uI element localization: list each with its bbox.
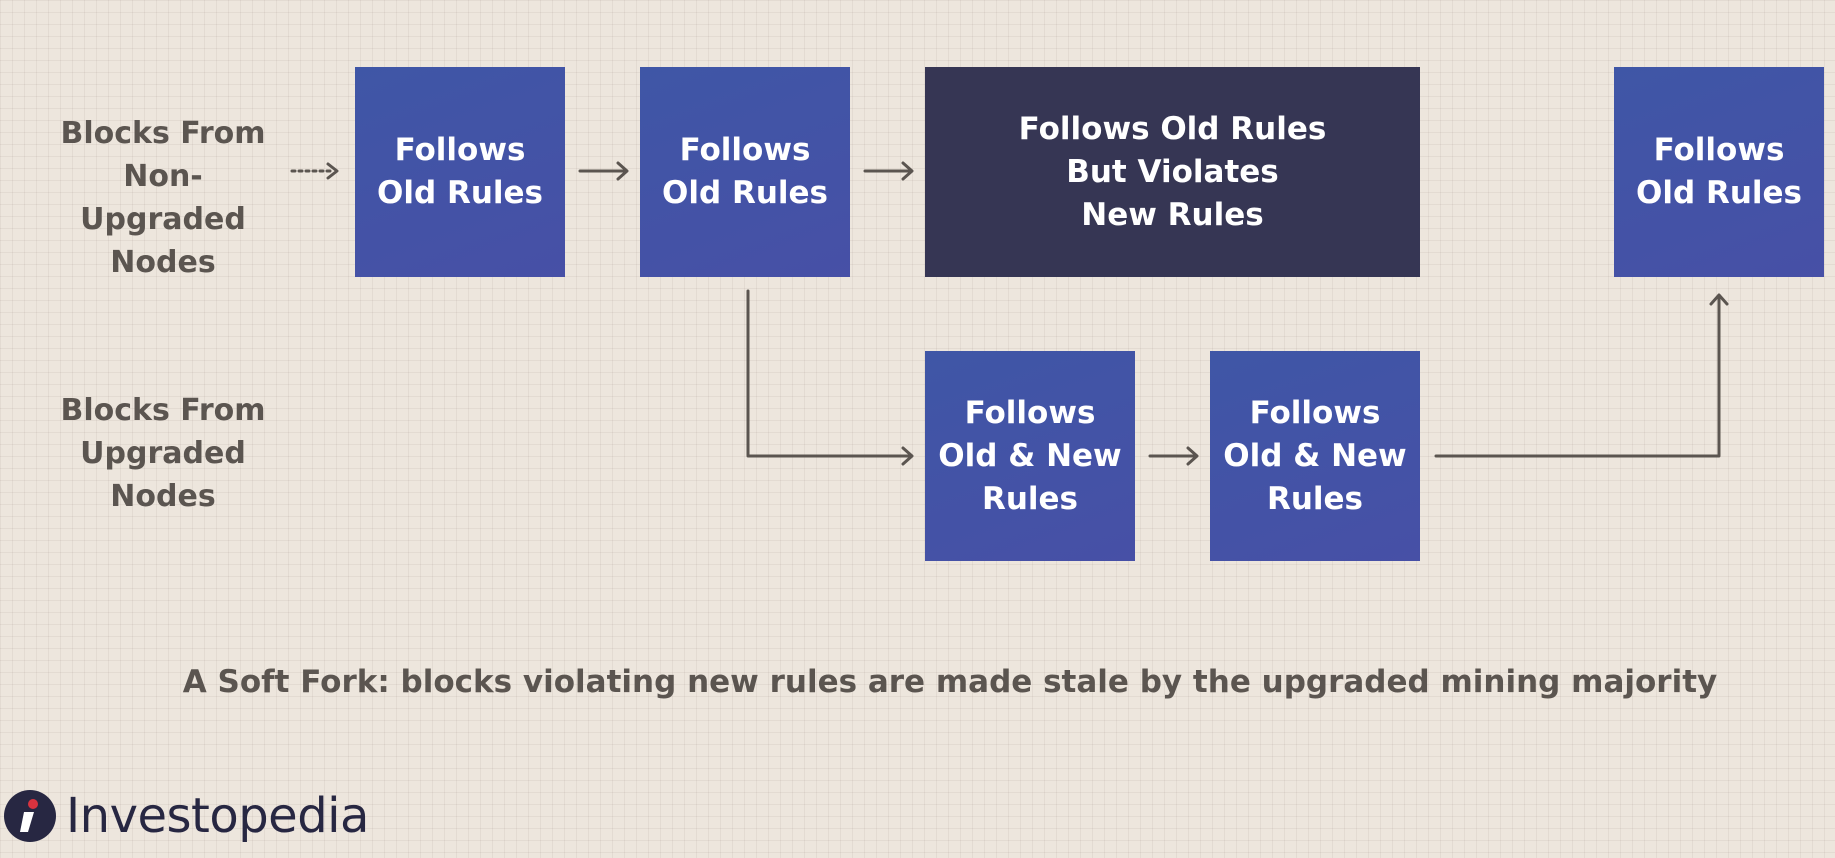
- block-top-2: Follows Old Rules: [640, 67, 850, 277]
- block-top-1: Follows Old Rules: [355, 67, 565, 277]
- row-label-line: Nodes: [110, 245, 216, 280]
- arrow-bottom-1-2: [1148, 446, 1199, 466]
- investopedia-logo-icon: [4, 790, 56, 842]
- block-text-line: Follows: [1653, 132, 1785, 168]
- row-label-non-upgraded: Blocks From Non-Upgraded Nodes: [48, 112, 278, 284]
- investopedia-wordmark: Investopedia: [66, 788, 369, 844]
- block-text-line: Follows: [679, 132, 811, 168]
- block-text-line: Old & New: [938, 437, 1122, 474]
- block-top-3-stale: Follows Old Rules But Violates New Rules: [925, 67, 1420, 277]
- dotted-arrow: [290, 162, 339, 180]
- block-text-line: Follows: [394, 132, 526, 168]
- arrow-bottom-to-top-4: [1434, 293, 1729, 458]
- diagram-caption: A Soft Fork: blocks violating new rules …: [182, 664, 1718, 700]
- block-bottom-2: Follows Old & New Rules: [1210, 351, 1420, 561]
- row-label-line: Nodes: [110, 479, 216, 514]
- row-label-line: Blocks From: [60, 116, 266, 151]
- row-label-line: Blocks From: [60, 393, 266, 428]
- arrow-fork-down: [746, 289, 914, 466]
- block-text-line: Follows Old Rules: [1018, 110, 1327, 147]
- block-text-line: Old Rules: [1635, 175, 1802, 211]
- block-text-line: Follows: [1249, 394, 1381, 431]
- block-top-4: Follows Old Rules: [1614, 67, 1824, 277]
- investopedia-logo: Investopedia: [4, 786, 369, 846]
- block-text-line: New Rules: [1081, 196, 1264, 233]
- block-text-line: Old & New: [1223, 437, 1407, 474]
- block-text-line: Rules: [981, 480, 1079, 517]
- row-label-upgraded: Blocks From Upgraded Nodes: [48, 389, 278, 518]
- block-bottom-1: Follows Old & New Rules: [925, 351, 1135, 561]
- block-text-line: Old Rules: [661, 175, 828, 211]
- block-text-line: Follows: [964, 394, 1096, 431]
- arrow-top-1-2: [578, 161, 629, 181]
- block-text-line: Rules: [1266, 480, 1364, 517]
- block-text-line: But Violates: [1066, 153, 1279, 190]
- block-text-line: Old Rules: [376, 175, 543, 211]
- arrow-top-2-3: [863, 161, 914, 181]
- row-label-line: Non-Upgraded: [80, 159, 246, 237]
- row-label-line: Upgraded: [80, 436, 246, 471]
